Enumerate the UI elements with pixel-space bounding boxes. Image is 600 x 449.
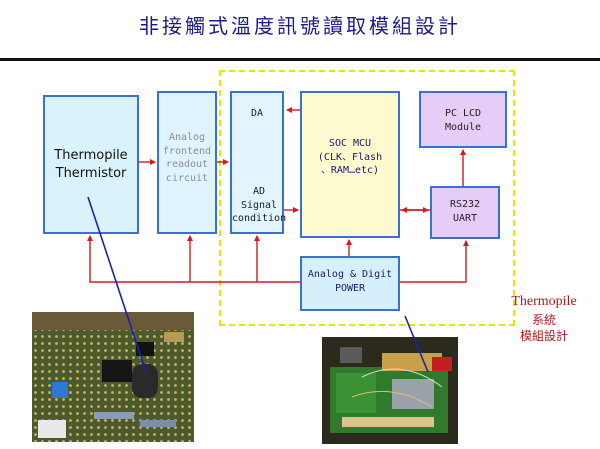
sensor-block: Thermopile Thermistor [43, 95, 139, 234]
da-ad-block: DA AD Signal condition [230, 91, 286, 234]
arrow-power-to-rs232 [400, 240, 469, 283]
rs232-block: RS232 UART [430, 186, 500, 239]
module-caption: Thermopile 系統 模組設計 [494, 292, 594, 345]
caption-line-3: 模組設計 [519, 329, 568, 344]
signal-condition-label: AD Signal condition [231, 186, 287, 224]
analog-frontend-block: Analog frontend readout circuit [157, 91, 217, 234]
soc-boundary-frame [219, 70, 515, 326]
pointer-sensor-to-photo [87, 196, 147, 373]
caption-line-2: 系統 [531, 312, 556, 327]
caption-line-1: Thermopile [511, 294, 577, 309]
slide-title: 非接觸式溫度訊號讀取模組設計 [139, 14, 461, 38]
da-label: DA [250, 108, 264, 119]
power-bus-line [87, 235, 300, 283]
system-board-photo [322, 337, 458, 444]
soc-mcu-block: SOC MCU (CLK、Flash 、RAM…etc) [300, 91, 400, 238]
pc-lcd-block: PC LCD Module [419, 91, 507, 148]
power-block: Analog & Digit POWER [300, 256, 400, 311]
sensor-board-photo [32, 312, 194, 442]
title-divider [0, 58, 600, 61]
pointer-system-to-photo [404, 315, 429, 373]
